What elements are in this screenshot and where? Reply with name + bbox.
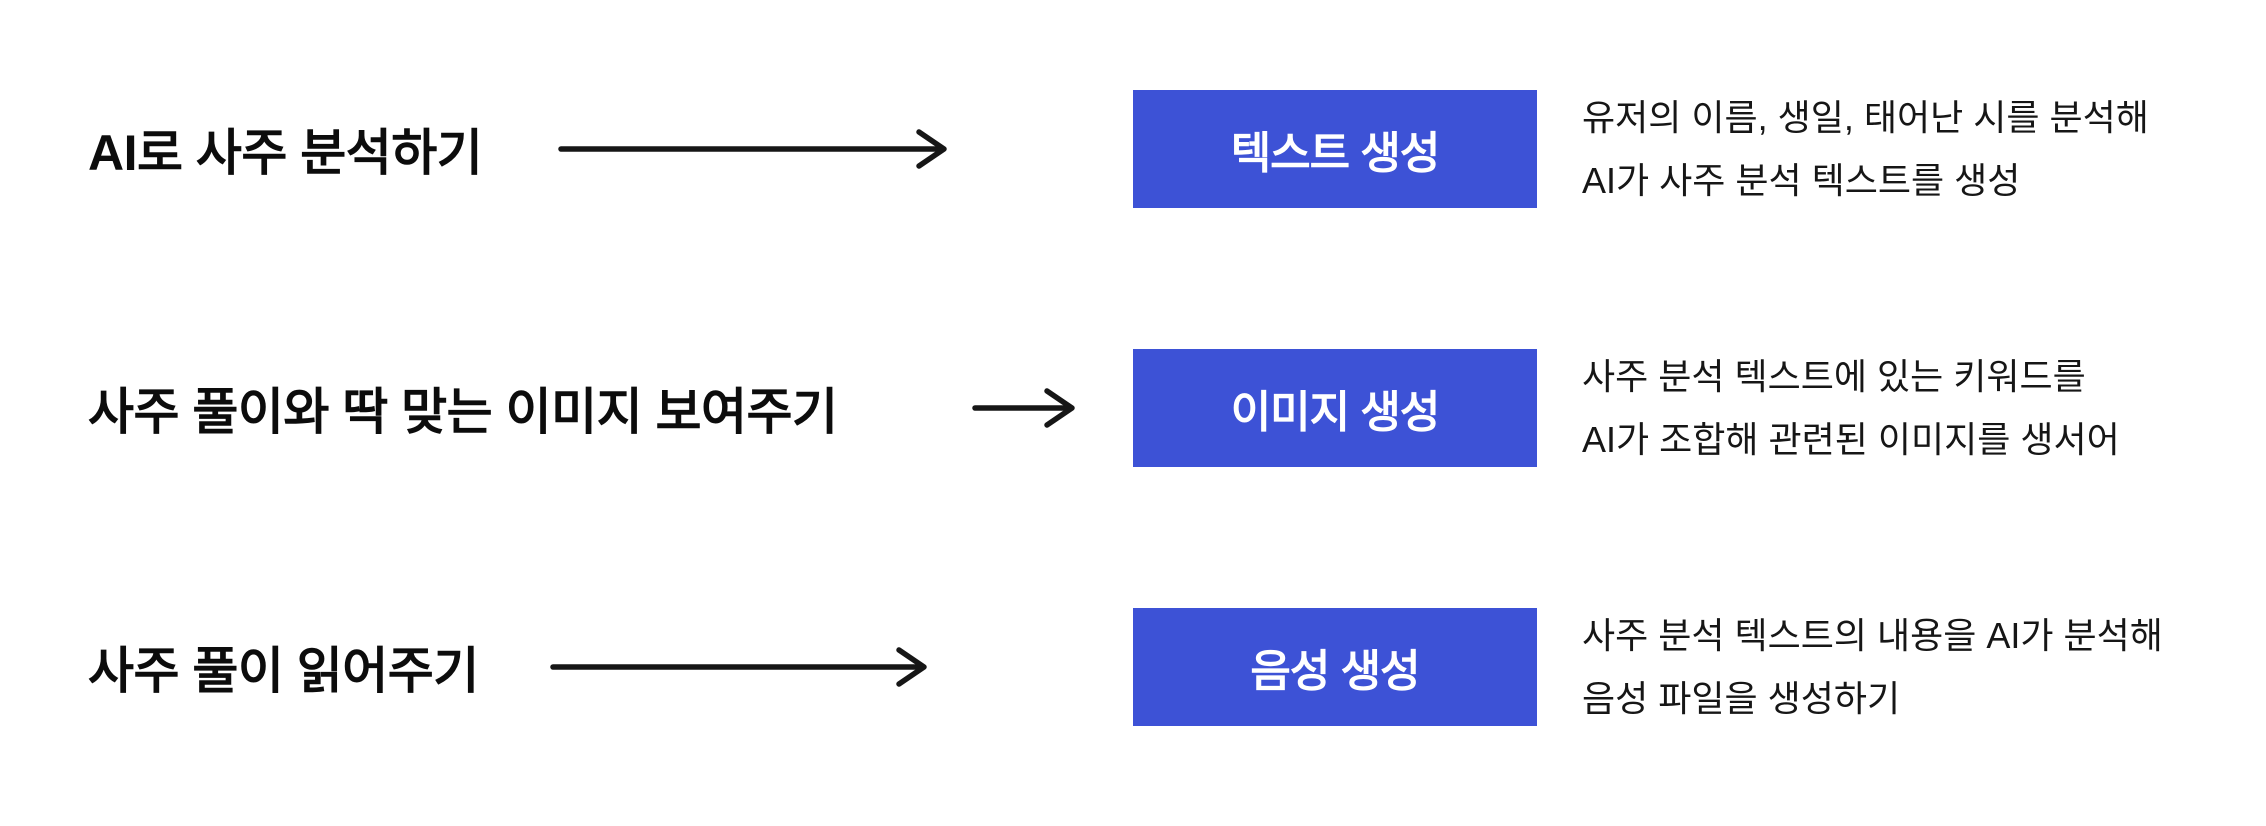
right-arrow-icon <box>558 129 947 169</box>
description-line: AI가 조합해 관련된 이미지를 생서어 <box>1582 419 2120 460</box>
description-line: AI가 사주 분석 텍스트를 생성 <box>1582 160 2021 201</box>
step-box-text-generation: 텍스트 생성 <box>1133 90 1537 208</box>
description-line: 사주 분석 텍스트에 있는 키워드를 <box>1582 356 2086 397</box>
step-box-voice-generation: 음성 생성 <box>1133 608 1537 726</box>
flow-row-image-generation: 사주 풀이와 딱 맞는 이미지 보여주기 이미지 생성 사주 분석 텍스트에 있… <box>0 349 2266 467</box>
row-title: 사주 풀이 읽어주기 <box>88 643 479 699</box>
right-arrow-icon <box>550 647 927 687</box>
row-description: 사주 분석 텍스트에 있는 키워드를 AI가 조합해 관련된 이미지를 생서어 <box>1582 345 2120 471</box>
row-description: 사주 분석 텍스트의 내용을 AI가 분석해 음성 파일을 생성하기 <box>1582 604 2163 730</box>
step-box-label: 음성 생성 <box>1250 647 1420 696</box>
row-description: 유저의 이름, 생일, 태어난 시를 분석해 AI가 사주 분석 텍스트를 생성 <box>1582 86 2149 212</box>
row-title: AI로 사주 분석하기 <box>88 125 483 181</box>
step-box-label: 텍스트 생성 <box>1230 129 1441 178</box>
description-line: 사주 분석 텍스트의 내용을 AI가 분석해 <box>1582 615 2163 656</box>
step-box-image-generation: 이미지 생성 <box>1133 349 1537 467</box>
flow-row-text-generation: AI로 사주 분석하기 텍스트 생성 유저의 이름, 생일, 태어난 시를 분석… <box>0 90 2266 208</box>
row-title: 사주 풀이와 딱 맞는 이미지 보여주기 <box>88 384 838 440</box>
step-box-label: 이미지 생성 <box>1230 388 1441 437</box>
description-line: 음성 파일을 생성하기 <box>1582 678 1901 719</box>
right-arrow-icon <box>972 388 1075 428</box>
description-line: 유저의 이름, 생일, 태어난 시를 분석해 <box>1582 97 2149 138</box>
flow-row-voice-generation: 사주 풀이 읽어주기 음성 생성 사주 분석 텍스트의 내용을 AI가 분석해 … <box>0 608 2266 726</box>
